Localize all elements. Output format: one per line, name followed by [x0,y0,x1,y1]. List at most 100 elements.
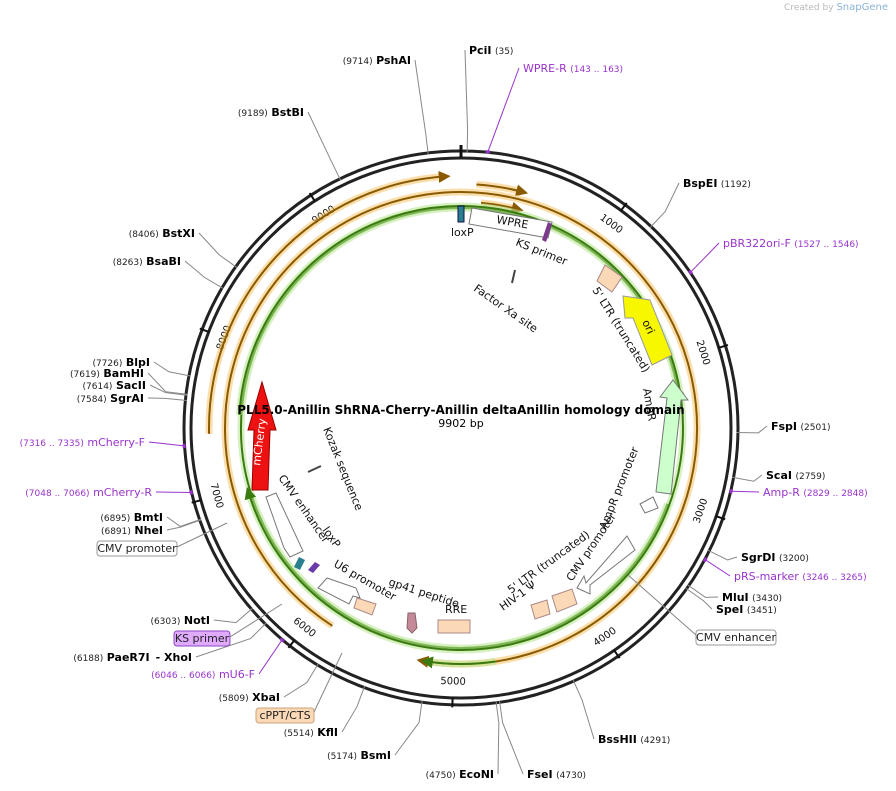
site-leader-FseI [499,700,524,775]
ks-bottom-glyph [308,562,320,573]
site-BspEI: BspEI (1192) [683,177,751,190]
loxp-top-glyph [457,205,465,223]
site-BlpI: (7726) BlpI [92,356,150,369]
site-BstBI: (9189) BstBI [238,106,304,119]
plasmid-title: PLL5.0-Anillin ShRNA-Cherry-Anillin delt… [237,403,684,417]
mcherry-glyph [247,380,277,491]
box-ks-primer [173,630,231,647]
site-ScaI: ScaI (2759) [766,469,825,482]
site-NotI: (6303) NotI [150,614,210,627]
site-pos-KflI: (5514) [284,729,314,739]
box-cppt [255,707,315,724]
box-ks-primer-label: KS primer [175,632,230,645]
ampr-glyph [655,379,689,495]
primer-name-mCherry-R: mCherry-R [93,486,152,499]
tick-label-2000: 2000 [694,339,712,367]
site-leader-SgrAI [147,397,187,402]
loxp-bottom-glyph [294,557,305,570]
site-SacII: (7614) SacII [83,379,147,392]
site-pos-BstXI: (8406) [129,230,159,240]
site-pos-BsaBI: (8263) [113,258,143,268]
primer-pos-mU6-F: (6046 .. 6066) [151,671,215,681]
site-leader-PaeR7I [195,622,267,658]
tick-label-5000: 5000 [440,676,466,688]
snapgene-watermark: Created by SnapGene [784,2,888,13]
site-leader-SgrDI [707,549,738,561]
site-SgrDI: SgrDI (3200) [741,551,809,564]
site-BmtI: (6895) BmtI [100,511,163,524]
primer-mark-pRS-marker [702,557,708,563]
site-pos-MluI: (3430) [752,594,782,604]
primer-mark-mCherry-R [189,490,194,495]
site-leader-ScaI [731,474,763,482]
site-pos-NheI: (6891) [101,527,131,537]
site-PciI: PciI (35) [469,44,513,57]
tick-4000 [613,649,621,659]
feature-arc-1 [476,183,529,197]
primer-name-mCherry-F: mCherry-F [87,436,145,449]
feature-arc-green-1 [420,656,496,669]
site-pos-FseI: (4730) [556,771,586,781]
site-name-XbaI: XbaI [252,691,280,704]
ltr5-b-glyph [551,588,578,613]
label-wpre: WPRE [495,213,529,231]
site-leader-FspI [736,425,768,434]
site-name-SacII: SacII [116,379,146,392]
site-name-EcoNI: EcoNI [459,768,494,781]
primer-leader-WPRE-R [487,67,520,152]
site-pos-BmtI: (6895) [100,514,130,524]
primer-mCherry-F: (7316 .. 7335) mCherry-F [20,436,145,449]
site-name-PciI: PciI [469,44,491,57]
site-name-BstXI: BstXI [162,227,195,240]
site-MluI: MluI (3430) [722,591,782,604]
site-pos-SgrDI: (3200) [779,554,809,564]
label-kozak: Kozak sequence [320,425,365,512]
site-BstXI: (8406) BstXI [129,227,195,240]
ks-primer-glyph [542,222,552,242]
site-name-NotI: NotI [184,614,210,627]
primer-name-pBR322ori-F: pBR322ori-F [723,237,791,250]
site-PshAI: (9714) PshAI [343,54,411,67]
label-mcherry: mCherry [250,417,269,466]
box-cmv-enhancer-label: CMV enhancer [696,631,776,644]
label-loxp-top: loxP [451,226,474,239]
site-pos-SpeI: (3451) [747,606,777,616]
site-name-BspEI: BspEI [683,177,717,190]
label-ks-primer: KS primer [514,236,570,269]
site-BssHII: BssHII (4291) [598,733,670,746]
site-pos-PciI: (35) [495,47,513,57]
site-pos-ScaI: (2759) [795,472,825,482]
site-NheI: (6891) NheI [101,524,163,537]
site-pos-BstBI: (9189) [238,109,268,119]
site-FspI: FspI (2501) [771,420,830,433]
label-gp41: gp41 peptide [387,575,461,610]
site-pos-XbaI: (5809) [219,694,249,704]
label-ampr: AmpR [640,387,659,422]
site-leader-EcoNI [495,701,500,775]
site-leader-BsaBI [184,260,224,289]
site-name-MluI: MluI [722,591,749,604]
ori-glyph [622,295,673,366]
primer-WPRE-R: WPRE-R (143 .. 163) [523,62,623,75]
tick-1000 [619,202,628,212]
feature-arc-2 [480,201,524,214]
primer-pos-Amp-R: (2829 .. 2848) [803,489,867,499]
site-leader-BssHII [572,679,595,740]
primer-Amp-R: Amp-R (2829 .. 2848) [763,486,868,499]
site-leader-NotI [213,607,253,624]
tick-label-3000: 3000 [692,497,711,525]
primer-leader-pRS-marker [704,559,731,577]
wpre-glyph [468,207,553,239]
primer-pos-pBR322ori-F: (1527 .. 1546) [794,240,858,250]
site-name-BstBI: BstBI [271,106,304,119]
box-cmv-enhancer [695,629,777,646]
tick-label-7000: 7000 [208,482,225,509]
site-BamHI: (7619) BamHI [70,367,144,380]
tick-8000 [199,327,210,334]
site-leader-BstXI [198,232,238,268]
site-pos-EcoNI: (4750) [426,771,456,781]
site-name-BsmI: BsmI [361,749,392,762]
cmv-promoter-glyph [576,535,636,595]
site-name-FseI: FseI [527,768,553,781]
